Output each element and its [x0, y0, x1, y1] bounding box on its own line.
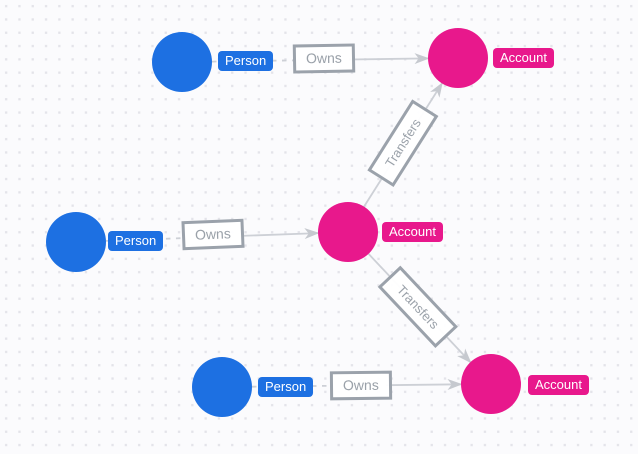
edge-owns-mid[interactable]	[240, 228, 320, 240]
node-person-bottom[interactable]	[192, 357, 252, 417]
edge-label-owns-mid[interactable]: Owns	[181, 218, 245, 251]
node-label-account-mid[interactable]: Account	[382, 222, 443, 242]
node-person-top[interactable]	[152, 32, 212, 92]
node-label-person-mid[interactable]: Person	[108, 231, 164, 251]
node-account-bottom[interactable]	[461, 354, 521, 414]
edge-owns-top[interactable]	[348, 53, 430, 65]
edge-label-owns-top[interactable]: Owns	[292, 43, 356, 74]
node-account-mid[interactable]	[318, 202, 378, 262]
node-label-person-bottom[interactable]: Person	[258, 377, 314, 397]
edge-label-owns-bottom[interactable]: Owns	[329, 370, 392, 401]
node-account-top[interactable]	[428, 28, 488, 88]
node-label-account-top[interactable]: Account	[493, 48, 554, 68]
node-label-person-top[interactable]: Person	[218, 51, 274, 71]
node-person-mid[interactable]	[46, 212, 106, 272]
edge-owns-bottom[interactable]	[385, 378, 463, 390]
node-label-account-bottom[interactable]: Account	[528, 375, 589, 395]
